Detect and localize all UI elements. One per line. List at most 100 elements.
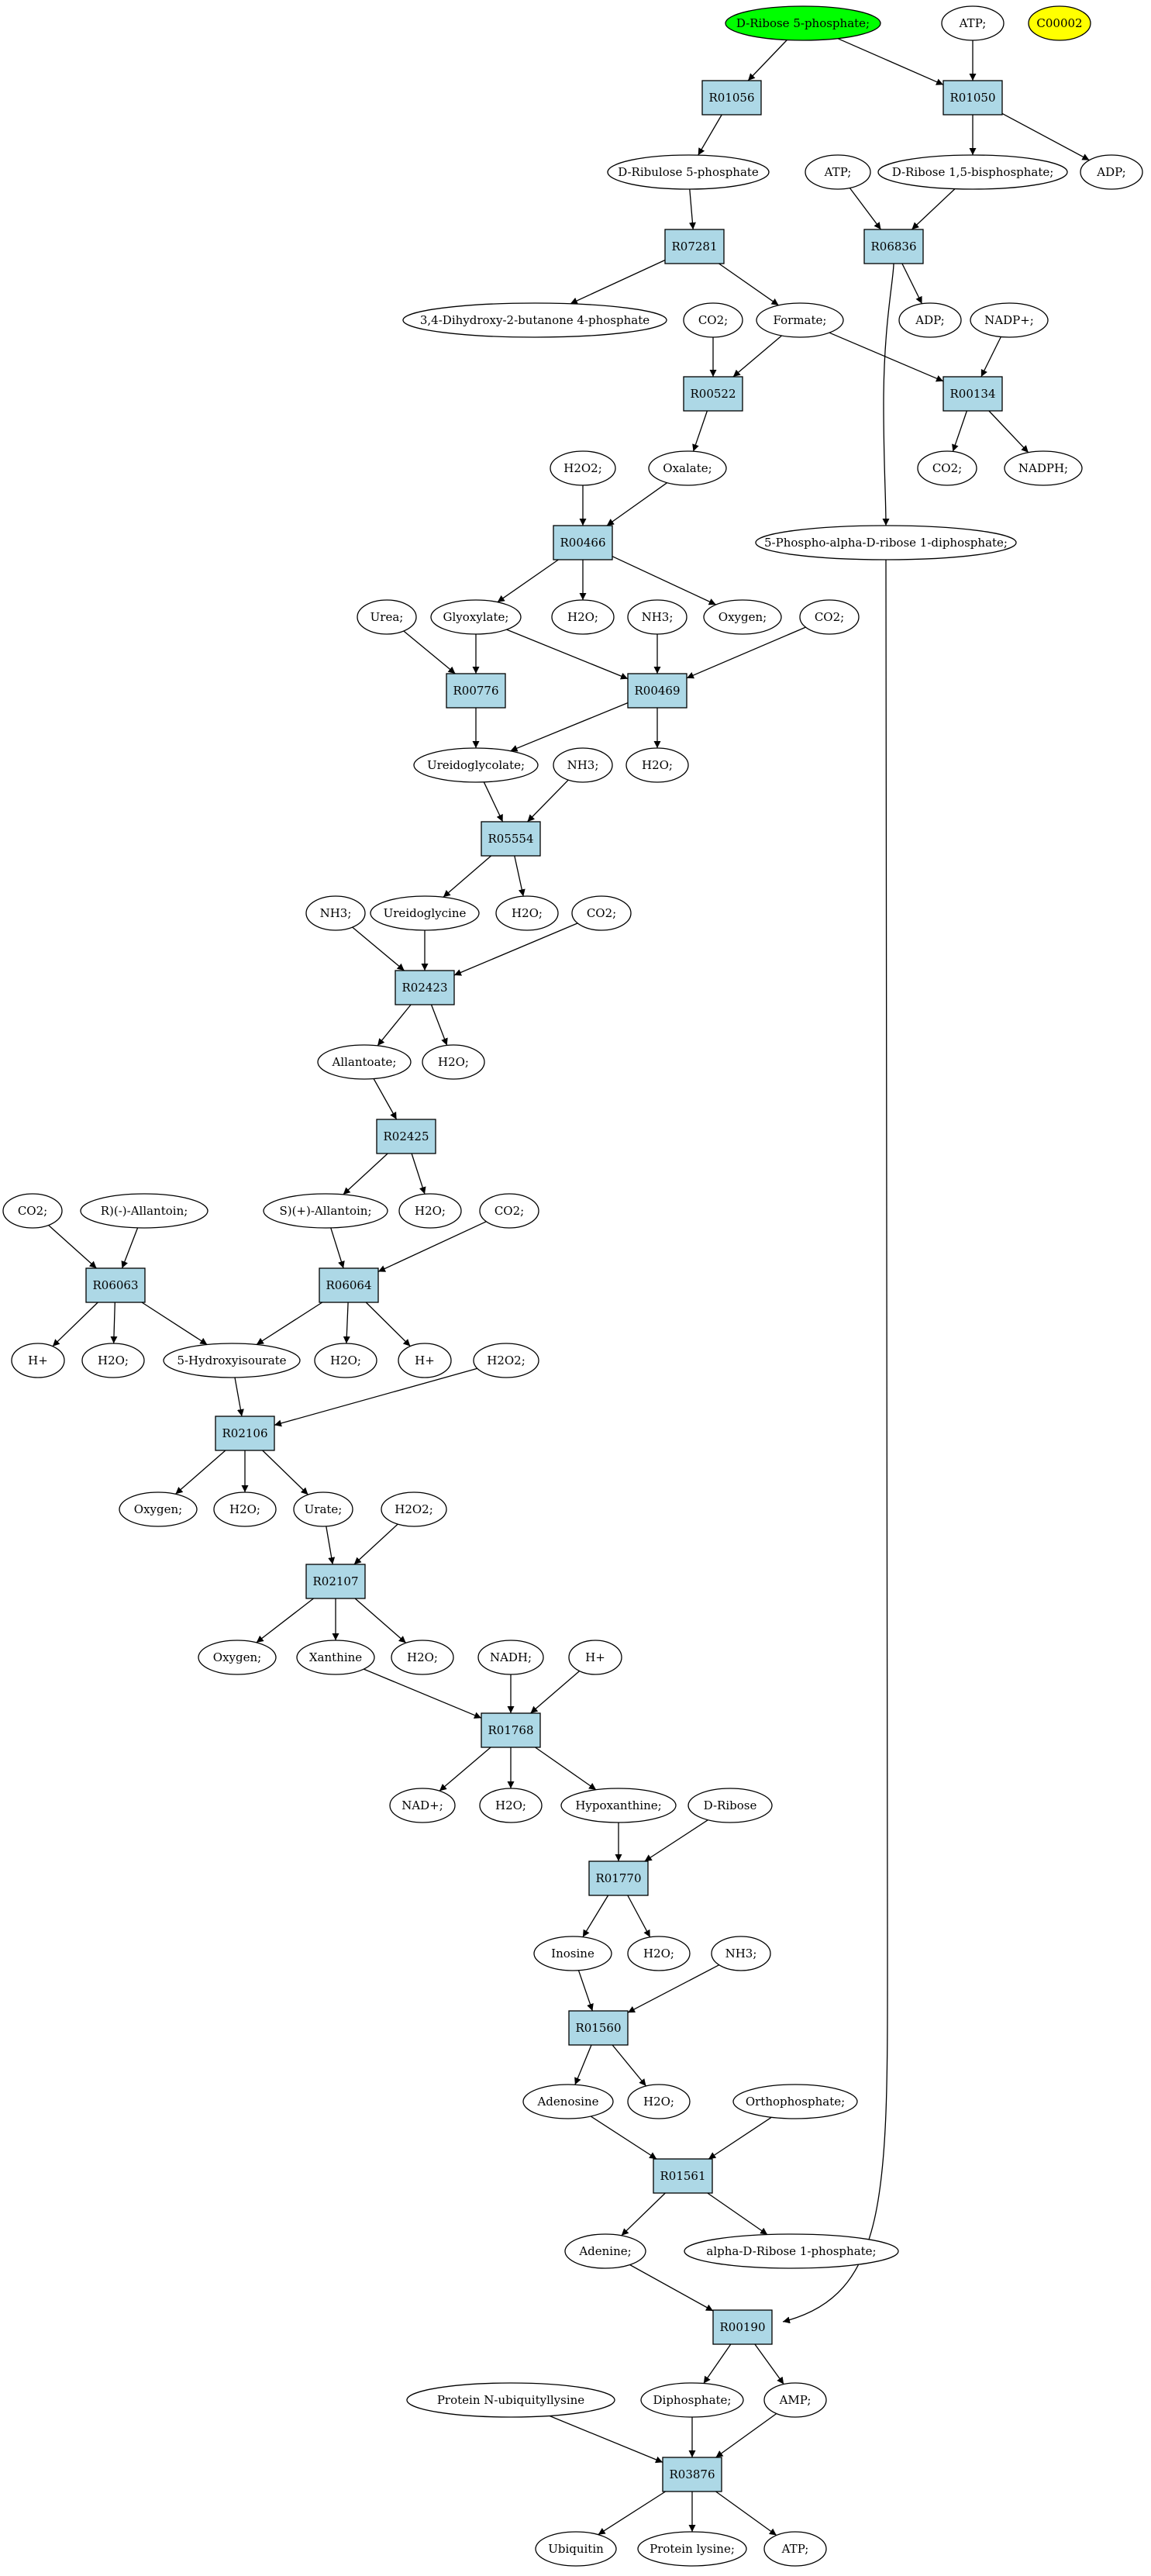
compound-ellipse [553, 747, 613, 783]
compound-label: Protein N-ubiquityllysine [437, 2393, 584, 2407]
compound-label: H+ [585, 1650, 605, 1664]
edge-urea-to-r00776 [403, 630, 456, 674]
compound-ellipse [627, 2084, 691, 2119]
reaction-node-r02425: R02425 [376, 1119, 436, 1154]
reaction-node-r00466: R00466 [553, 525, 613, 560]
compound-label: CO2; [815, 610, 844, 624]
reaction-box [863, 229, 924, 264]
compound-ellipse [763, 2531, 827, 2567]
edge-oxalate-to-r00466 [606, 482, 668, 526]
reaction-node-r01768: R01768 [481, 1712, 541, 1748]
compound-label: NH3; [725, 1947, 757, 1960]
compound-node-oxygen-a: Oxygen; [703, 599, 782, 635]
reaction-box [481, 821, 541, 857]
compound-node-adp1: ADP; [1080, 154, 1143, 190]
compound-label: CO2; [587, 906, 616, 920]
reaction-node-r06836: R06836 [863, 229, 924, 264]
edge-r01050-to-adp1 [1001, 112, 1090, 161]
compound-ellipse [398, 1343, 452, 1378]
compound-ellipse [1004, 450, 1083, 486]
edge-r00134-to-nadph [988, 410, 1029, 453]
compound-label: ATP; [959, 16, 987, 30]
compound-node-protein-lysine: Protein lysine; [637, 2531, 747, 2567]
compound-label: ATP; [781, 2542, 809, 2556]
edge-hydroxyisourate-to-r02106 [234, 1377, 244, 1417]
compound-ellipse [535, 2531, 617, 2567]
compound-node-nh3-a: NH3; [627, 599, 687, 635]
edge-r06063-to-hydroxyisourate [141, 1302, 208, 1346]
compound-label: S)(+)-Allantoin; [279, 1204, 371, 1218]
compound-ellipse [263, 1193, 388, 1229]
compound-label: Urate; [305, 1502, 343, 1516]
edge-r01561-to-adenine [621, 2192, 666, 2236]
compound-node-h2o-b: H2O; [625, 747, 689, 783]
reaction-node-r00522: R00522 [683, 376, 743, 412]
reaction-box [319, 1267, 379, 1303]
reaction-node-r03876: R03876 [662, 2457, 722, 2492]
reaction-node-r00190: R00190 [712, 2309, 773, 2345]
compound-ellipse [477, 1640, 544, 1675]
edge-r01768-to-hypoxanthine [535, 1747, 597, 1791]
compound-label: H2O2; [487, 1354, 526, 1367]
compound-label: NH3; [642, 610, 674, 624]
compound-node-oxygen-b: Oxygen; [119, 1491, 198, 1527]
edge-r02423-to-h2o-d [430, 1004, 448, 1046]
edge-r07281-to-formate [719, 263, 779, 306]
compound-node-h2o-i: H2O; [391, 1640, 454, 1675]
compound-ellipse [687, 1788, 773, 1823]
compound-ellipse [430, 599, 522, 635]
edge-r05554-to-ureidoglycine [443, 855, 492, 898]
edge-ribulose5p-to-r07281 [688, 188, 696, 230]
compound-label: H2O; [438, 1055, 469, 1069]
compound-ellipse [479, 1788, 543, 1823]
compound-ellipse [473, 1343, 539, 1378]
compound-node-hplus-c: H+ [568, 1640, 622, 1675]
compound-ellipse [479, 1193, 539, 1229]
reaction-node-r00469: R00469 [627, 673, 687, 709]
compound-node-nadh: NADH; [477, 1640, 544, 1675]
compound-node-nadp: NADP+; [970, 302, 1049, 338]
compound-ellipse [2, 1193, 63, 1229]
compound-ellipse [495, 895, 559, 931]
compound-ellipse [564, 2233, 646, 2269]
compound-label: H2O; [642, 758, 673, 772]
compound-label: H2O; [512, 906, 543, 920]
compound-ellipse [389, 1788, 456, 1823]
edge-h2o2-c-to-r02107 [353, 1523, 398, 1565]
edge-nh3-c-to-r02423 [352, 926, 405, 971]
compound-label: H+ [28, 1354, 48, 1367]
compound-ellipse [607, 154, 770, 190]
edge-prpp-to-r00190 [782, 559, 888, 2324]
compound-ellipse [571, 895, 632, 931]
compound-node-ureidoglycolate: Ureidoglycolate; [413, 747, 539, 783]
compound-label: CO2; [932, 461, 962, 475]
reaction-box [553, 525, 613, 560]
compound-label: NADP+; [984, 313, 1034, 327]
compound-label: H2O2; [395, 1502, 433, 1516]
compound-ellipse [799, 599, 860, 635]
compound-label: Ureidoglycine [384, 906, 467, 920]
edge-r01560-to-h2o-l [612, 2044, 647, 2087]
reaction-node-r01770: R01770 [588, 1860, 649, 1896]
reaction-label: R01770 [595, 1871, 641, 1885]
compound-label: Xanthine [309, 1650, 362, 1664]
compound-ellipse [877, 154, 1068, 190]
edge-r01768-to-nad [439, 1747, 491, 1791]
compound-node-h2o-l: H2O; [627, 2084, 691, 2119]
compound-ellipse [625, 747, 689, 783]
compound-ellipse [1080, 154, 1143, 190]
compound-label: NAD+; [401, 1798, 443, 1812]
reaction-box [701, 80, 762, 116]
edge-r00522-to-oxalate [692, 410, 708, 452]
compound-ellipse [550, 450, 616, 486]
compound-label: H2O; [229, 1502, 260, 1516]
compound-ellipse [406, 2382, 615, 2418]
reaction-node-r06063: R06063 [85, 1267, 146, 1303]
edge-r03876-to-atp3 [715, 2491, 777, 2536]
compound-node-formate: Formate; [756, 302, 844, 338]
reaction-box [712, 2309, 773, 2345]
reaction-box [305, 1564, 366, 1599]
compound-node-h2o-d: H2O; [422, 1044, 485, 1080]
compound-label: Ubiquitin [548, 2542, 604, 2556]
